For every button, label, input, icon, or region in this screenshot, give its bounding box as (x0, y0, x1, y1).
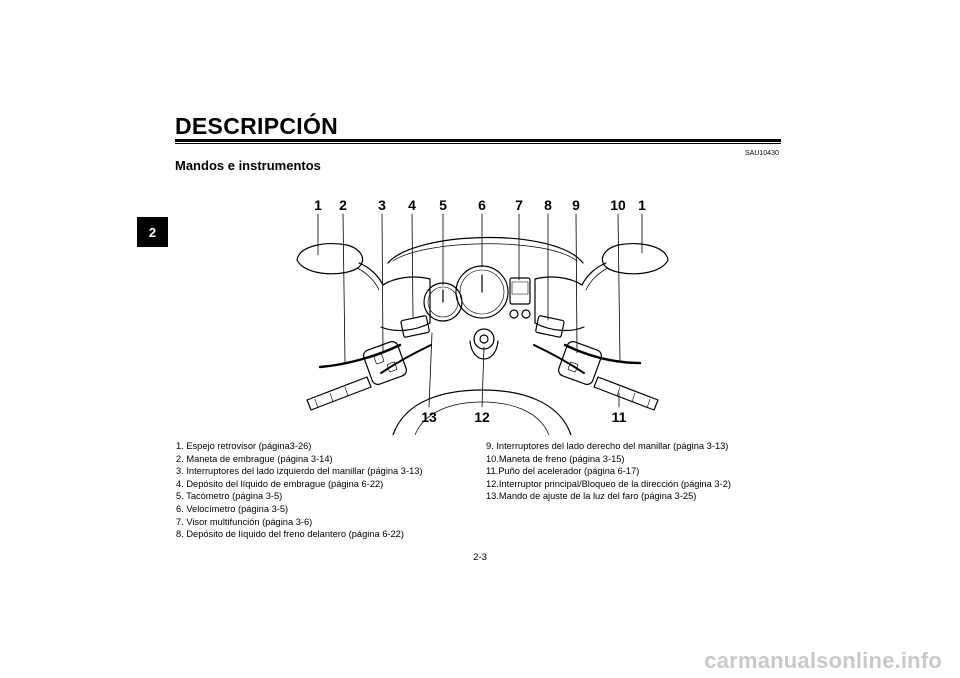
callout-label: 11 (612, 409, 627, 425)
clutch-reservoir (400, 315, 430, 338)
title-rule-thin (175, 143, 781, 144)
right-mirror (601, 243, 669, 275)
legend-item: 12.Interruptor principal/Bloqueo de la d… (486, 478, 731, 489)
callout-label: 9 (572, 197, 580, 213)
legend-item: 3. Interruptores del lado izquierdo del … (176, 466, 423, 477)
legend-item: 4. Depósito del líquido de embrague (pág… (176, 478, 384, 489)
right-switch-housing (558, 341, 602, 385)
brake-reservoir (535, 315, 565, 338)
callout-label: 4 (408, 197, 416, 213)
legend-right: 9. Interruptores del lado derecho del ma… (486, 440, 766, 503)
legend-item: 7. Visor multifunción (página 3-6) (176, 516, 313, 527)
clutch-lever (318, 343, 402, 369)
reference-code: SAU10430 (745, 150, 779, 157)
watermark[interactable]: carmanualsonline.info (704, 648, 942, 673)
callout-label: 8 (544, 197, 552, 213)
throttle-grip (593, 376, 659, 411)
callout-label: 3 (378, 197, 386, 213)
legend-item: 5. Tacómetro (página 3-5) (176, 491, 283, 502)
brake-lever (563, 343, 642, 365)
multifunction-display (509, 277, 531, 305)
callout-label: 1 (638, 197, 646, 213)
fuel-tank (392, 389, 572, 435)
legend-item: 13.Mando de ajuste de la luz del faro (p… (486, 491, 697, 502)
ignition-switch (473, 328, 495, 350)
legend-item: 8. Depósito de líquido del freno delante… (176, 529, 404, 540)
callout-label: 10 (610, 197, 626, 213)
title-rule (175, 139, 781, 142)
legend-item: 1. Espejo retrovisor (página3-26) (176, 441, 312, 451)
legend-left: 1. Espejo retrovisor (página3-26) 2. Man… (176, 440, 466, 541)
legend-item: 11.Puño del acelerador (página 6-17) (486, 466, 640, 477)
callout-label: 12 (474, 409, 490, 425)
chapter-tab: 2 (137, 217, 168, 247)
controls-diagram: 1 2 3 4 5 6 7 8 9 10 1 13 12 11 (296, 197, 669, 435)
callout-label: 1 (314, 197, 322, 213)
section-title: Mandos e instrumentos (175, 158, 321, 173)
callout-label: 2 (339, 197, 347, 213)
callout-label: 13 (421, 409, 437, 425)
page-title: DESCRIPCIÓN (175, 113, 339, 139)
page-number: 2-3 (473, 552, 487, 563)
callout-label: 5 (439, 197, 447, 213)
callout-label: 7 (515, 197, 523, 213)
legend-item: 10.Maneta de freno (página 3-15) (486, 453, 625, 464)
left-grip (306, 376, 372, 411)
left-switch-housing (363, 341, 407, 385)
legend-item: 9. Interruptores del lado derecho del ma… (486, 441, 729, 451)
legend-item: 2. Maneta de embrague (página 3-14) (176, 453, 333, 464)
left-mirror (296, 243, 364, 275)
legend-item: 6. Velocímetro (página 3-5) (176, 503, 289, 514)
callout-label: 6 (478, 197, 486, 213)
